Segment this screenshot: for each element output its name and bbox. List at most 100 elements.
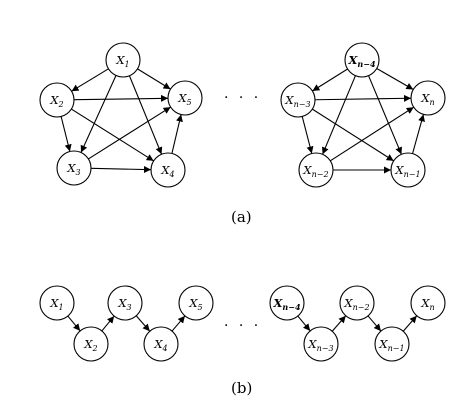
diagram_a-left-edge-3-5 — [88, 106, 171, 160]
diagram_b-right-node-5: Xn — [410, 285, 446, 321]
node-label-subscript: 5 — [198, 303, 203, 312]
node-label: Xn — [420, 91, 434, 107]
node-label-subscript: n−3 — [294, 100, 311, 109]
node-label: X5 — [188, 296, 202, 312]
diagram_a-right-node-3: Xn−2 — [298, 152, 334, 188]
node-label-base: X — [420, 91, 430, 105]
diagram_a-left-edge-2-5 — [73, 94, 169, 102]
node-circle — [107, 285, 143, 321]
node-label-subscript: n−4 — [357, 59, 376, 69]
node-label-base: X — [177, 91, 187, 105]
diagram_b-left-edge-1-2 — [67, 315, 81, 332]
node-label-base: X — [49, 296, 59, 310]
node-label-subscript: 5 — [187, 98, 192, 107]
node-label-subscript: 3 — [127, 303, 132, 312]
node-label: Xn−2 — [302, 163, 328, 179]
diagram_a-right-node-2: Xn−3 — [280, 82, 316, 118]
ellipsis-b: · · · — [224, 318, 261, 334]
node-label-subscript: n−4 — [282, 302, 301, 312]
node-circle — [339, 285, 375, 321]
diagram_a-right-edge-2-4 — [312, 108, 394, 162]
node-circle — [390, 152, 426, 188]
diagram_a-left-edge-1-4 — [128, 75, 163, 155]
node-label-base: X — [272, 296, 283, 310]
diagram_b-right-node-3: Xn−2 — [339, 285, 375, 321]
node-label-subscript: n — [430, 303, 435, 312]
node-label-subscript: n−2 — [312, 170, 329, 179]
diagram_b-right-node-4: Xn−1 — [374, 326, 410, 362]
diagram_a-left-edge-1-5 — [137, 68, 171, 90]
diagram_a-right-edge-1-4 — [368, 75, 402, 155]
node-label: Xn−2 — [343, 296, 369, 312]
node-label: X2 — [49, 93, 63, 109]
node-circle — [280, 82, 316, 118]
node-label: X3 — [66, 161, 80, 177]
diagram_a-right-edge-3-5 — [330, 106, 414, 162]
diagram_a-left-edge-1-3 — [80, 75, 117, 153]
node-label-base: X — [394, 163, 404, 177]
diagram_a-left-edge-1-2 — [71, 68, 109, 92]
node-label-subscript: n — [430, 98, 435, 107]
node-label-base: X — [302, 163, 312, 177]
edges-layer — [60, 68, 425, 332]
node-circle — [269, 285, 305, 321]
node-label-base: X — [420, 296, 430, 310]
node-label: Xn−1 — [378, 337, 404, 353]
diagram_b-left-edge-2-3 — [101, 315, 115, 332]
diagram_b-right-edge-4-5 — [402, 315, 418, 332]
node-label: Xn−1 — [394, 163, 420, 179]
caption-b: (b) — [231, 379, 252, 397]
node-label-base: X — [153, 337, 163, 351]
node-label-subscript: 3 — [76, 168, 81, 177]
node-circle — [39, 82, 75, 118]
node-label: X5 — [177, 91, 191, 107]
diagram_a-right-edge-2-3 — [301, 116, 314, 154]
node-label-subscript: 4 — [169, 170, 175, 179]
node-label-base: X — [378, 337, 388, 351]
diagram_b-right-edge-2-3 — [331, 315, 347, 332]
node-circle — [143, 326, 179, 362]
node-label-base: X — [49, 93, 59, 107]
node-label: X1 — [115, 53, 129, 69]
node-label-base: X — [347, 53, 358, 67]
node-circle — [167, 80, 203, 116]
ellipsis-a: · · · — [224, 90, 261, 106]
caption-a: (a) — [231, 208, 252, 226]
node-circle — [150, 152, 186, 188]
node-label-subscript: n−3 — [317, 344, 334, 353]
node-circle — [56, 150, 92, 186]
node-label-base: X — [66, 161, 76, 175]
diagram_a-left-node-3: X3 — [56, 150, 92, 186]
diagram_a-right-edge-1-3 — [322, 75, 356, 155]
node-label: X3 — [117, 296, 131, 312]
node-label-base: X — [117, 296, 127, 310]
node-circle — [410, 80, 446, 116]
diagram_b-left-edge-3-4 — [135, 315, 151, 332]
diagram_b-right-node-1: Xn−4 — [269, 285, 305, 321]
diagram_a-right-edge-4-5 — [412, 114, 425, 154]
node-circle — [344, 42, 380, 78]
diagram_b-left-node-4: X4 — [143, 326, 179, 362]
node-label: X4 — [153, 337, 167, 353]
node-label-subscript: n−1 — [388, 344, 405, 353]
diagram_a-left-edge-4-5 — [171, 114, 183, 154]
node-label-base: X — [307, 337, 317, 351]
node-label: Xn−3 — [307, 337, 333, 353]
diagram_b-right-node-2: Xn−3 — [303, 326, 339, 362]
diagram_a-right-edge-1-5 — [376, 68, 414, 90]
node-label-base: X — [83, 337, 93, 351]
node-circle — [410, 285, 446, 321]
diagram_a-left-edge-2-4 — [71, 108, 154, 162]
diagram_a-right-edge-2-5 — [314, 94, 412, 102]
diagram_b-left-node-5: X5 — [178, 285, 214, 321]
diagram_a-right-node-1: Xn−4 — [344, 42, 380, 78]
node-label-subscript: n−1 — [404, 170, 421, 179]
node-label-base: X — [115, 53, 125, 67]
node-circle — [39, 285, 75, 321]
node-label-subscript: 2 — [92, 344, 98, 353]
node-label-base: X — [188, 296, 198, 310]
diagram_b-left-node-2: X2 — [73, 326, 109, 362]
